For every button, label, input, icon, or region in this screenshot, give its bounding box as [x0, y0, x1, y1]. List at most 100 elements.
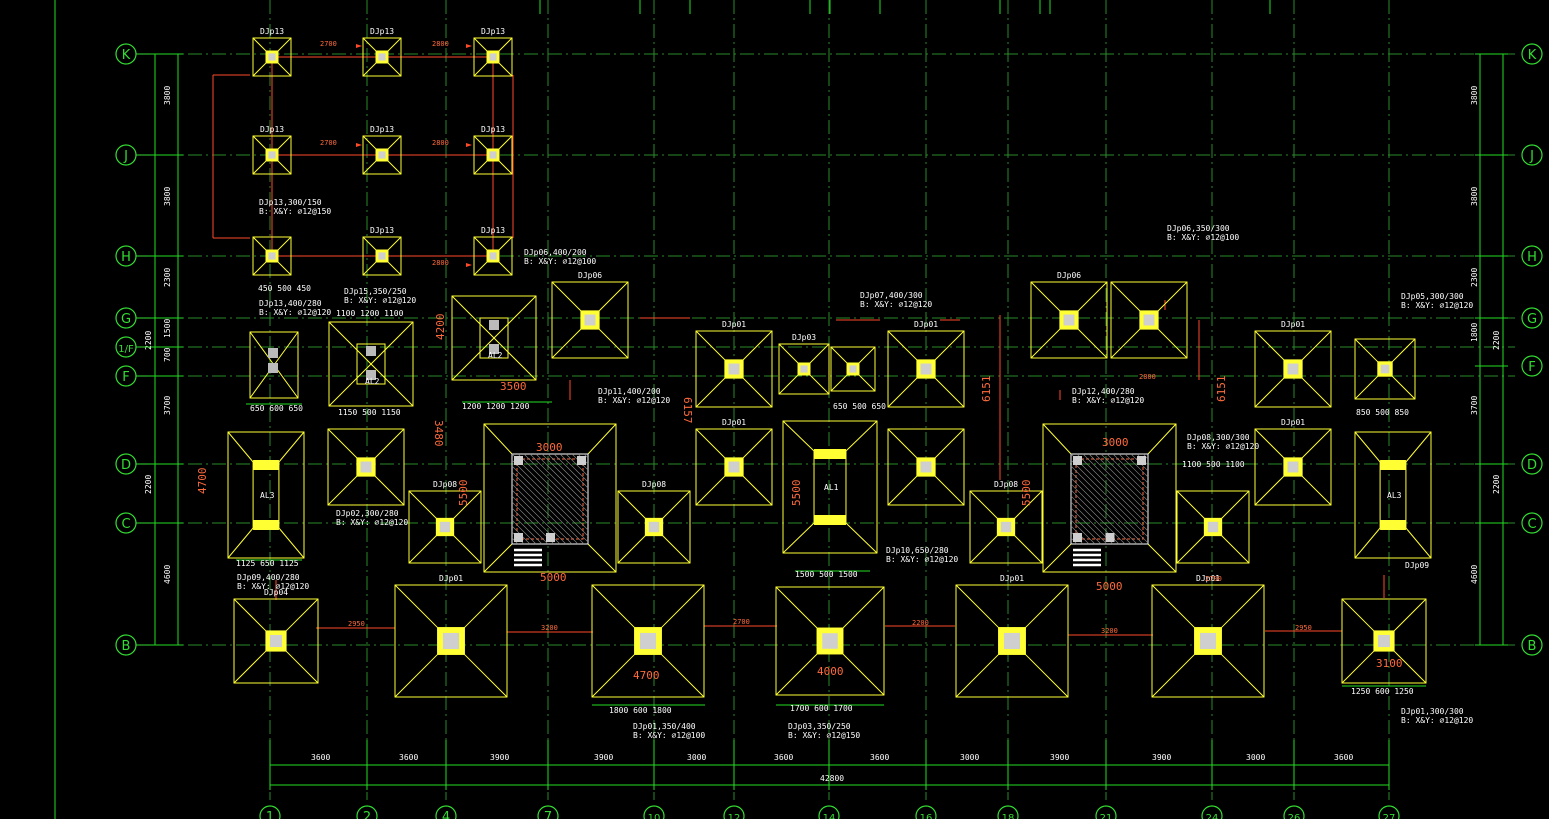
footing-slope: [1301, 428, 1332, 459]
axis-bubble-col-24[interactable]: 24: [1201, 805, 1223, 819]
footing-slope: [252, 37, 267, 52]
axis-bubble-col-1[interactable]: 1: [259, 805, 281, 819]
axis-bubble-left-C[interactable]: C: [115, 512, 137, 534]
footing: [830, 346, 876, 392]
pit-hatch: [1070, 459, 1149, 538]
pit-wall: [511, 453, 589, 545]
axis-bubble-col-7[interactable]: 7: [537, 805, 559, 819]
footing-label: DJp01: [1281, 418, 1305, 427]
footing-outline: [1151, 584, 1265, 698]
footing-slope: [617, 535, 646, 564]
pit-hatch: [1094, 453, 1149, 508]
axis-bubble-circle: [1521, 355, 1543, 377]
overall-dimension: 3100: [1376, 657, 1403, 670]
axis-bubble-col-10[interactable]: 10: [643, 805, 665, 819]
axis-bubble-right-G[interactable]: G: [1521, 307, 1543, 329]
axis-bubble-col-26[interactable]: 26: [1283, 805, 1305, 819]
axis-bubble-left-F[interactable]: F: [115, 365, 137, 387]
slope: [782, 522, 815, 554]
axis-bubble-col-16[interactable]: 16: [915, 805, 937, 819]
footing-slope: [1254, 475, 1285, 506]
footing-slope: [1030, 328, 1061, 359]
footing-slope: [277, 261, 292, 276]
beam-span-text: 2200: [912, 619, 929, 627]
column: [268, 53, 276, 61]
axis-bubble-col-18[interactable]: 18: [997, 805, 1019, 819]
footing-slope: [252, 236, 267, 251]
footing-note: B: X&Y: ⌀12@120: [1401, 716, 1473, 725]
beam-span-text: 2800: [432, 40, 449, 48]
axis-bubble-right-D[interactable]: D: [1521, 453, 1543, 475]
axis-bubble-col-27[interactable]: 27: [1378, 805, 1400, 819]
pit-hatch: [511, 483, 573, 545]
axis-bubble-col-21[interactable]: 21: [1095, 805, 1117, 819]
pit-hatch: [1070, 465, 1149, 544]
overall-dimension: 6151: [980, 376, 993, 403]
bottom-dim-text: 3000: [960, 753, 979, 762]
axis-bubble-col-14[interactable]: 14: [818, 805, 840, 819]
axis-bubble-left-D[interactable]: D: [115, 453, 137, 475]
axis-bubble-left-K[interactable]: K: [115, 43, 137, 65]
axis-bubble-left-1-F[interactable]: 1/F: [115, 336, 137, 358]
axis-bubble-col-4[interactable]: 4: [435, 805, 457, 819]
axis-bubble-label: D: [121, 458, 131, 473]
axis-bubble-label: 10: [648, 813, 661, 819]
axis-bubble-right-F[interactable]: F: [1521, 355, 1543, 377]
axis-bubble-circle: [1521, 307, 1543, 329]
column: [378, 53, 386, 61]
slope: [782, 420, 815, 452]
overall-dimension: 6157: [681, 397, 694, 424]
overall-dimension: 4700: [196, 468, 209, 495]
column: [268, 151, 276, 159]
bottom-total-dim: 42800: [820, 774, 844, 783]
footing-note: B: X&Y: ⌀12@120: [237, 582, 309, 591]
axis-bubble-left-G[interactable]: G: [115, 307, 137, 329]
axis-bubble-right-K[interactable]: K: [1521, 43, 1543, 65]
footing-slope: [742, 330, 773, 361]
footing-slope: [473, 261, 488, 276]
axis-bubble-right-B[interactable]: B: [1521, 634, 1543, 656]
footing-outline: [1110, 281, 1188, 359]
axis-bubble-right-H[interactable]: H: [1521, 245, 1543, 267]
footing-slope: [1221, 535, 1250, 564]
footing-label: DJp01: [1000, 574, 1024, 583]
column: [489, 252, 497, 260]
footing-outline: [394, 584, 508, 698]
pit-outline: [1042, 423, 1177, 573]
right-dim-text: 2200: [1492, 331, 1501, 350]
axis-bubble-right-J[interactable]: J: [1521, 144, 1543, 166]
footing-slope: [362, 37, 377, 52]
axis-bubble-circle: [1521, 453, 1543, 475]
axis-bubble-left-H[interactable]: H: [115, 245, 137, 267]
footing-slope: [1110, 328, 1141, 359]
footing-note: B: X&Y: ⌀12@120: [1401, 301, 1473, 310]
axis-bubble-col-12[interactable]: 12: [723, 805, 745, 819]
axis-bubble-label: 18: [1002, 813, 1015, 819]
footing-label: DJp04: [264, 588, 288, 597]
column: [489, 53, 497, 61]
axis-bubble-right-C[interactable]: C: [1521, 512, 1543, 534]
column: [489, 151, 497, 159]
footing-slope: [775, 586, 818, 629]
footing-note: B: X&Y: ⌀12@100: [1167, 233, 1239, 242]
axis-bubble-left-B[interactable]: B: [115, 634, 137, 656]
footing-note: DJp13,300/150: [259, 198, 322, 207]
pit-hatch: [523, 453, 589, 519]
axis-bubble-circle: [1378, 805, 1400, 819]
footing-slope: [591, 584, 635, 628]
footing-label: DJp13: [481, 226, 505, 235]
axis-bubble-col-2[interactable]: 2: [356, 805, 378, 819]
axis-bubble-circle: [818, 805, 840, 819]
footing-dimension: 1500 500 1500: [795, 570, 858, 579]
axis-bubble-left-J[interactable]: J: [115, 144, 137, 166]
axis-bubble-label: 26: [1288, 813, 1301, 819]
column: [268, 348, 278, 358]
axis-bubble-label: K: [1528, 48, 1537, 63]
axis-bubble-circle: [723, 805, 745, 819]
pit-hatch: [1100, 453, 1149, 502]
overall-dimension: 5500: [457, 480, 470, 507]
pit-hatch: [511, 477, 579, 545]
axis-bubble-label: G: [1527, 312, 1537, 327]
